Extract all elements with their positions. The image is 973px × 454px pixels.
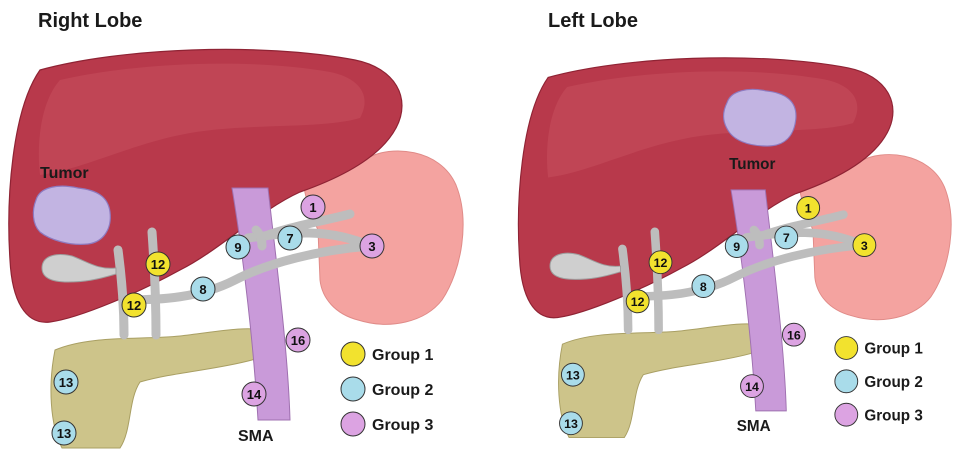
node-13-lower: 13 xyxy=(52,421,76,445)
legend-item: Group 3 xyxy=(341,412,433,436)
legend-swatch xyxy=(341,412,365,436)
node-label: 1 xyxy=(309,200,316,215)
node-label: 12 xyxy=(631,295,645,309)
node-label: 14 xyxy=(247,387,262,402)
node-12-upper: 12 xyxy=(146,252,170,276)
tumor-label: Tumor xyxy=(729,156,775,173)
legend-swatch xyxy=(341,377,365,401)
legend-swatch xyxy=(835,337,858,360)
legend-label: Group 2 xyxy=(864,374,922,391)
node-3: 3 xyxy=(360,234,384,258)
tumor xyxy=(724,89,796,146)
node-14: 14 xyxy=(741,375,764,398)
node-label: 14 xyxy=(745,380,759,394)
left-lobe-panel: Left Lobe Tumor SMA 1 3 7 9 12 12 8 16 1… xyxy=(510,0,973,454)
legend-item: Group 3 xyxy=(835,403,923,426)
node-1: 1 xyxy=(301,195,325,219)
node-label: 9 xyxy=(234,240,241,255)
node-label: 12 xyxy=(127,298,141,313)
node-13-upper: 13 xyxy=(561,363,584,386)
node-label: 13 xyxy=(57,426,71,441)
legend-item: Group 1 xyxy=(341,342,433,366)
legend-swatch xyxy=(341,342,365,366)
node-label: 8 xyxy=(199,282,206,297)
node-8: 8 xyxy=(191,277,215,301)
node-label: 13 xyxy=(564,417,578,431)
node-label: 1 xyxy=(805,202,812,216)
node-7: 7 xyxy=(775,226,798,249)
legend-item: Group 2 xyxy=(341,377,433,401)
node-label: 7 xyxy=(286,231,293,246)
node-14: 14 xyxy=(242,382,266,406)
legend-item: Group 2 xyxy=(835,370,923,393)
right-lobe-panel: Right Lobe Tumor SMA 1 3 7 9 12 12 xyxy=(0,0,486,454)
node-9: 9 xyxy=(725,235,748,258)
node-label: 16 xyxy=(291,333,305,348)
node-7: 7 xyxy=(278,226,302,250)
node-16: 16 xyxy=(286,328,310,352)
tumor xyxy=(33,186,110,244)
node-label: 3 xyxy=(368,239,375,254)
legend-swatch xyxy=(835,403,858,426)
node-13-upper: 13 xyxy=(54,370,78,394)
legend-label: Group 1 xyxy=(372,347,433,364)
right-lobe-diagram: Tumor SMA 1 3 7 9 12 12 8 16 14 13 13 Gr… xyxy=(0,0,486,454)
node-label: 12 xyxy=(151,257,165,272)
node-12-lower: 12 xyxy=(626,290,649,313)
node-label: 8 xyxy=(700,280,707,294)
legend-label: Group 2 xyxy=(372,382,433,399)
node-13-lower: 13 xyxy=(560,412,583,435)
node-label: 9 xyxy=(733,240,740,254)
node-9: 9 xyxy=(226,235,250,259)
node-label: 16 xyxy=(787,328,801,342)
node-label: 13 xyxy=(566,368,580,382)
node-1: 1 xyxy=(797,197,820,220)
legend: Group 1 Group 2 Group 3 xyxy=(835,337,923,427)
legend-label: Group 3 xyxy=(864,407,922,424)
legend-item: Group 1 xyxy=(835,337,923,360)
node-12-upper: 12 xyxy=(649,251,672,274)
tumor-label: Tumor xyxy=(40,165,89,182)
legend-label: Group 1 xyxy=(864,341,923,358)
node-label: 13 xyxy=(59,375,73,390)
node-label: 3 xyxy=(861,239,868,253)
node-8: 8 xyxy=(692,275,715,298)
legend-label: Group 3 xyxy=(372,417,433,434)
node-3: 3 xyxy=(853,234,876,257)
node-16: 16 xyxy=(782,323,805,346)
sma-label: SMA xyxy=(238,428,274,445)
node-label: 7 xyxy=(783,231,790,245)
sma-label: SMA xyxy=(737,418,771,435)
left-lobe-diagram: Tumor SMA 1 3 7 9 12 12 8 16 14 13 13 Gr… xyxy=(510,0,973,454)
legend: Group 1 Group 2 Group 3 xyxy=(341,342,433,436)
legend-swatch xyxy=(835,370,858,393)
node-12-lower: 12 xyxy=(122,293,146,317)
node-label: 12 xyxy=(654,256,668,270)
